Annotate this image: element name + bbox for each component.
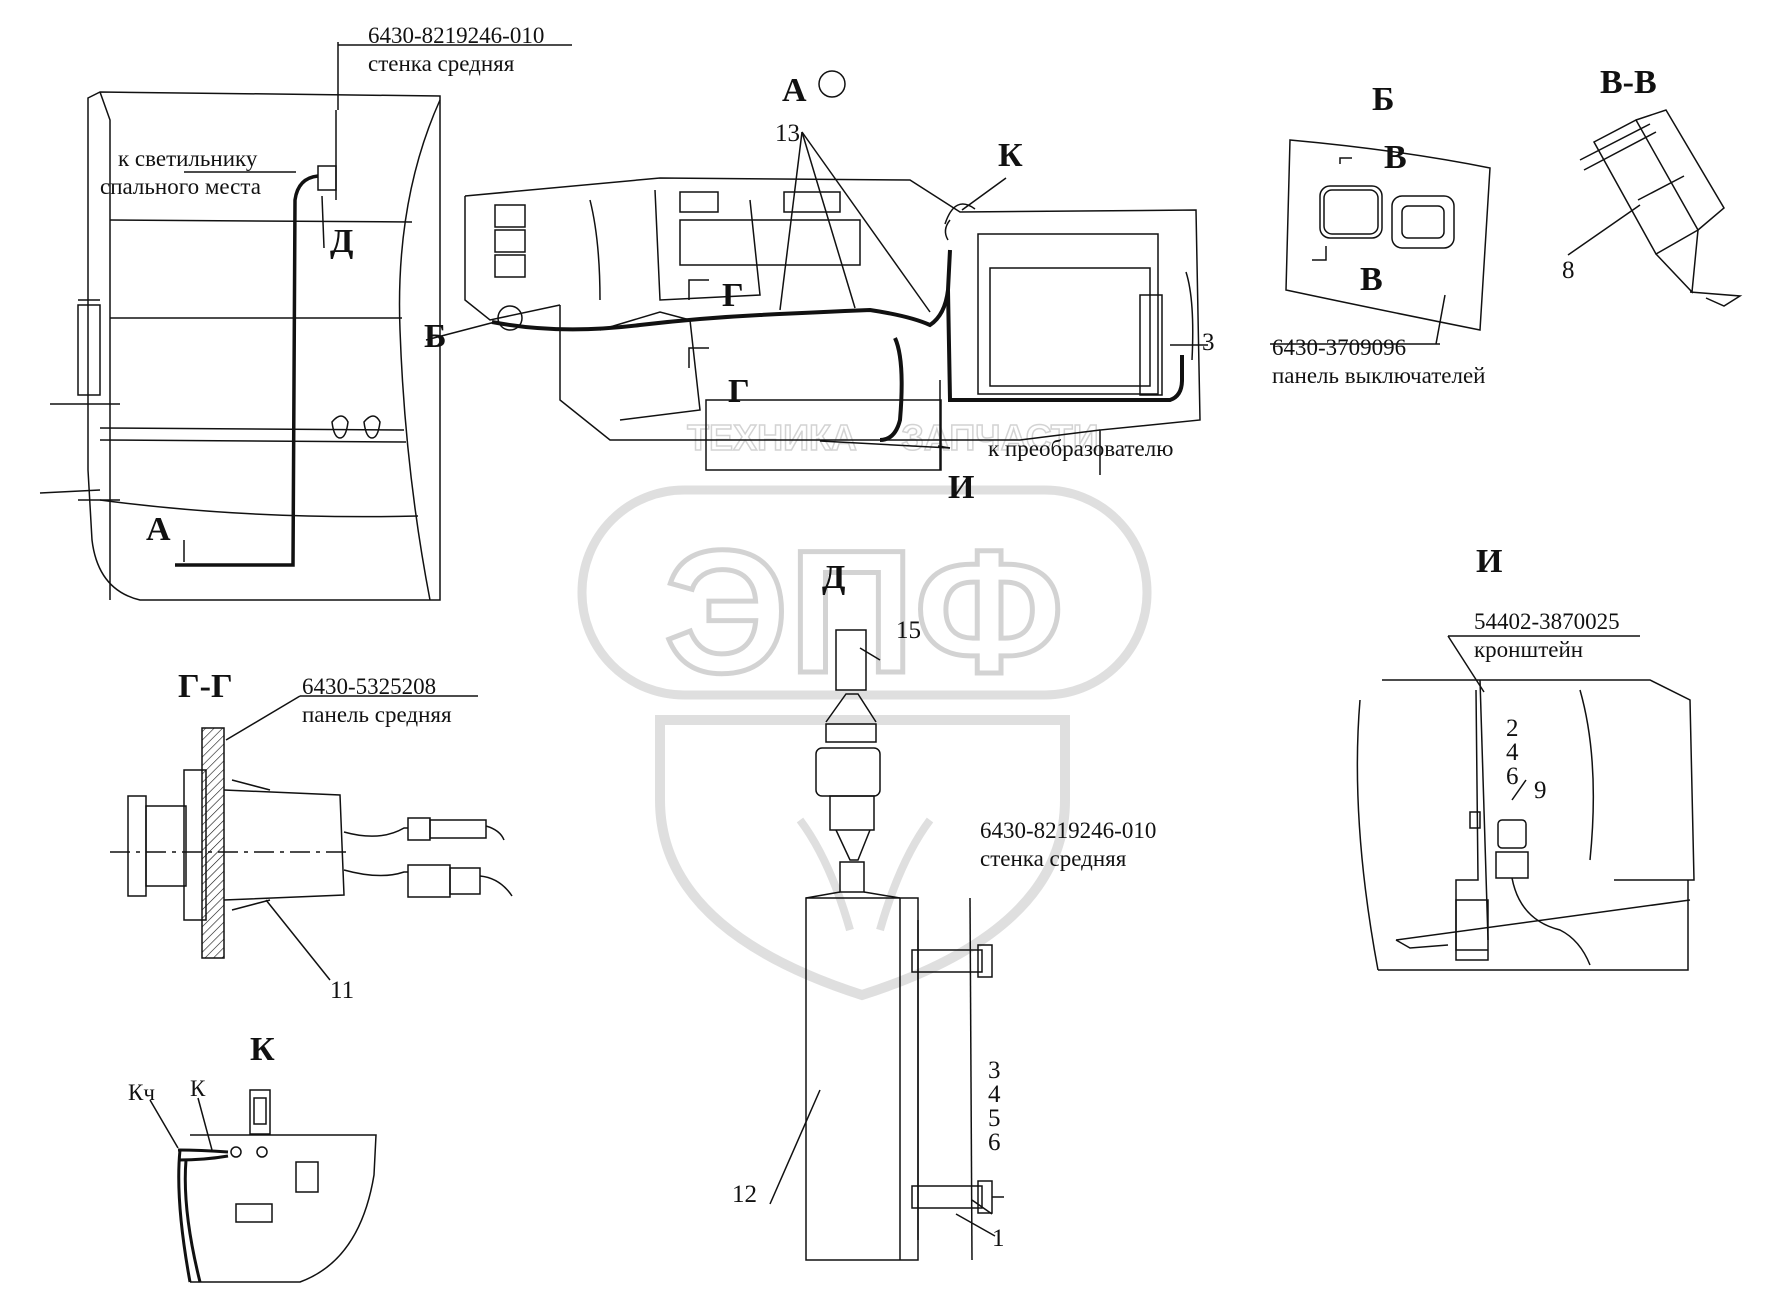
label-kch: Кч <box>128 1080 155 1105</box>
ground-terminal-view <box>149 1089 377 1283</box>
converter-view <box>769 629 1004 1261</box>
view-title-bb: В-В <box>1600 64 1657 101</box>
view-title-d: Д <box>822 559 845 596</box>
dashboard-view <box>464 177 1201 475</box>
section-marker-g-top: Г <box>722 277 744 314</box>
view-title-gg: Г-Г <box>178 668 233 705</box>
label-sredn-stenka-part-2: 6430-8219246-010 <box>980 818 1156 843</box>
label-sredn-stenka-part: 6430-8219246-010 <box>368 23 544 48</box>
label-panel-vykl-name: панель выключателей <box>1272 363 1485 388</box>
callout-13: 13 <box>775 120 800 147</box>
stack-b-3: 5 <box>988 1105 1001 1132</box>
view-marker-a-bottom: А <box>146 511 171 548</box>
dashboard-harness <box>491 249 1184 442</box>
switch-section-view <box>1567 109 1743 307</box>
stack-b-4: 6 <box>988 1129 1001 1156</box>
label-svetilnik-2: спального места <box>100 174 261 199</box>
watermark-main: ЭПФ <box>664 515 1064 710</box>
view-marker-k: К <box>998 137 1023 174</box>
stack-b-2: 4 <box>988 1081 1001 1108</box>
stack-a-3: 6 <box>1506 763 1519 790</box>
callout-9: 9 <box>1534 777 1547 804</box>
watermark-left-word: ТЕХНИКА <box>687 417 857 458</box>
section-marker-g-bottom: Г <box>728 373 750 410</box>
callout-11: 11 <box>330 977 354 1004</box>
label-svetilnik-1: к светильнику <box>118 146 258 171</box>
callout-1: 1 <box>992 1225 1005 1252</box>
watermark: ЭПФ ТЕХНИКА ЗАПЧАСТИ <box>577 416 1152 1001</box>
label-sredn-stenka-name: стенка средняя <box>368 51 515 76</box>
view-marker-a-circle: А <box>782 72 807 109</box>
view-title-k: К <box>250 1031 275 1068</box>
stack-a-1: 2 <box>1506 715 1519 742</box>
view-title-i: И <box>1476 543 1502 580</box>
label-panel-sred-part: 6430-5325208 <box>302 674 436 699</box>
view-title-b: Б <box>1372 81 1394 118</box>
view-marker-b-left: Б <box>424 318 446 355</box>
socket-section-view <box>110 695 513 981</box>
stack-b-1: 3 <box>988 1057 1001 1084</box>
bracket-view <box>1356 635 1695 971</box>
label-k-small: К <box>190 1076 206 1101</box>
stack-a-2: 4 <box>1506 739 1519 766</box>
callout-8: 8 <box>1562 257 1575 284</box>
view-marker-i-center: И <box>948 469 974 506</box>
switch-panel-view <box>1270 139 1491 345</box>
watermark-right-word: ЗАПЧАСТИ <box>901 417 1098 458</box>
section-marker-v-top: В <box>1384 139 1407 176</box>
label-panel-vykl-part: 6430-3709096 <box>1272 335 1406 360</box>
cab-wiring <box>175 174 319 567</box>
callout-3-top: 3 <box>1202 329 1215 356</box>
label-preobr: к преобразователю <box>988 436 1173 461</box>
label-kronsh-part: 54402-3870025 <box>1474 609 1620 634</box>
callout-12: 12 <box>732 1181 757 1208</box>
label-kronsh-name: кронштейн <box>1474 637 1583 662</box>
label-sredn-stenka-name-2: стенка средняя <box>980 846 1127 871</box>
section-marker-v-bottom: В <box>1360 261 1383 298</box>
view-marker-d-top: Д <box>330 223 353 260</box>
callout-15: 15 <box>896 617 921 644</box>
cab-side-view <box>39 91 441 601</box>
label-panel-sred-name: панель средняя <box>302 702 452 727</box>
